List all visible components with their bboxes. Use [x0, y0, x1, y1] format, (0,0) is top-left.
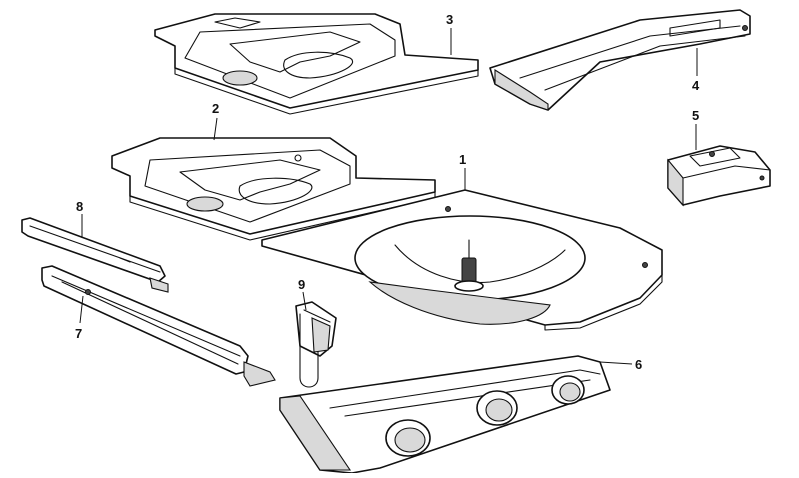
callout-1: 1 [459, 152, 466, 167]
callout-2: 2 [212, 101, 219, 116]
callout-7: 7 [75, 326, 82, 341]
callout-5: 5 [692, 108, 699, 123]
callout-6: 6 [635, 357, 642, 372]
callout-labels: 1 2 3 4 5 6 7 8 9 [75, 12, 700, 372]
part-1-spare-wheel-well[interactable] [261, 189, 663, 331]
part-2-floor-panel[interactable] [111, 137, 436, 241]
part-6-rear-support[interactable] [279, 355, 611, 474]
part-4-longitudinal-rail[interactable] [489, 9, 751, 111]
part-5-bracket[interactable] [667, 145, 771, 207]
callout-4: 4 [692, 78, 700, 93]
part-3-floor-panel[interactable] [154, 13, 479, 115]
callout-3: 3 [446, 12, 453, 27]
part-8-cross-member[interactable] [21, 217, 169, 293]
part-7-lower-cross-member[interactable] [41, 265, 276, 387]
callout-9: 9 [298, 277, 305, 292]
callout-8: 8 [76, 199, 83, 214]
leader-lines [79, 28, 698, 365]
part-9-hook-bracket[interactable] [295, 301, 337, 388]
